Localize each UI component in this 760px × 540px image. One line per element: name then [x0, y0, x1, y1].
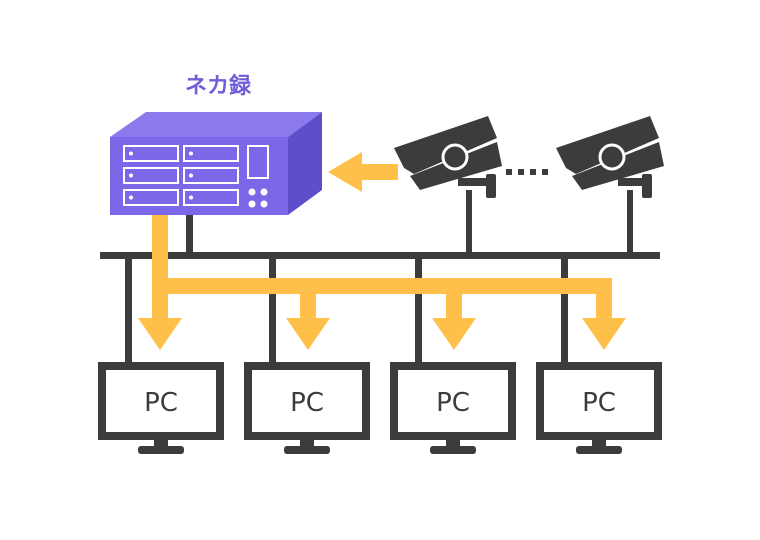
network-bus-line [100, 252, 660, 259]
pc-network-drop [415, 256, 422, 366]
arrow-down-icon [286, 318, 330, 350]
data-flow-distribution [152, 278, 612, 294]
camera-gap-mark [506, 169, 548, 175]
arrow-down-icon [138, 318, 182, 350]
pc-label: PC [582, 388, 616, 418]
pc-monitor: PC [390, 362, 516, 454]
nvr-server-icon [110, 112, 322, 215]
camera-pole [466, 190, 472, 256]
security-camera-icon [556, 116, 664, 198]
camera-pole [627, 190, 633, 256]
arrow-down-icon [432, 318, 476, 350]
data-flow-branch [596, 278, 612, 320]
pc-monitor: PC [98, 362, 224, 454]
pc-network-drop [269, 256, 276, 366]
nvr-label: ネカ録 [185, 73, 252, 99]
pc-label: PC [290, 388, 324, 418]
nvr-network-drop [186, 214, 193, 256]
data-flow-branch [300, 278, 316, 320]
pc-monitor: PC [244, 362, 370, 454]
arrow-down-icon [582, 318, 626, 350]
arrow-left-icon [328, 152, 398, 192]
data-flow-branch [446, 278, 462, 320]
pc-label: PC [436, 388, 470, 418]
pc-monitor: PC [536, 362, 662, 454]
data-flow-trunk [152, 212, 168, 322]
pc-network-drop [561, 256, 568, 366]
pc-label: PC [144, 388, 178, 418]
pc-network-drop [125, 256, 132, 366]
security-camera-icon [394, 116, 502, 198]
